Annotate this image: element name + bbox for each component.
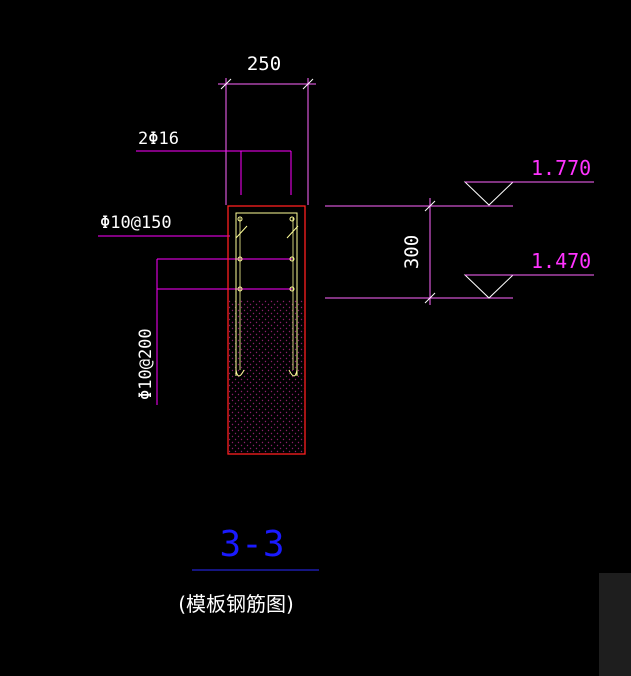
- concrete-section: [227, 205, 306, 455]
- elevation-marker-bottom: 1.470: [463, 249, 594, 299]
- section-title: 3-3: [219, 524, 284, 565]
- rebar-dot: [237, 256, 243, 262]
- width-dimension: 250: [218, 53, 316, 205]
- elevation-top-label: 1.770: [531, 156, 591, 180]
- stirrup-top-label: Φ10@150: [100, 213, 172, 233]
- top-bars-leader: 2Φ16: [136, 129, 292, 195]
- width-dimension-label: 250: [247, 53, 281, 75]
- rebar-dot: [237, 216, 243, 222]
- elevation-marker-top: 1.770: [463, 156, 594, 206]
- scrollbar-corner[interactable]: [599, 573, 631, 676]
- section-subtitle: (模板钢筋图): [178, 592, 294, 616]
- elevation-triangle-icon: [463, 274, 515, 299]
- rebar-dot: [237, 286, 243, 292]
- rebar-dot: [289, 256, 295, 262]
- top-bars-label: 2Φ16: [138, 129, 179, 149]
- section-dotted-fill: [229, 300, 304, 453]
- stirrup-top-leader: Φ10@150: [98, 213, 230, 237]
- rebar-dot: [289, 216, 295, 222]
- rebar-dot: [289, 286, 295, 292]
- rebar-cage: [235, 212, 299, 377]
- stirrup-side-label: Φ10@200: [136, 328, 156, 400]
- stirrup-side-leader: Φ10@200: [136, 258, 292, 405]
- section-title-block: 3-3 (模板钢筋图): [178, 524, 319, 616]
- elevation-triangle-icon: [463, 181, 515, 206]
- height-dimension-label: 300: [401, 235, 423, 269]
- concrete-outline: [227, 205, 306, 455]
- height-dimension: 300: [325, 198, 513, 305]
- elevation-bottom-label: 1.470: [531, 249, 591, 273]
